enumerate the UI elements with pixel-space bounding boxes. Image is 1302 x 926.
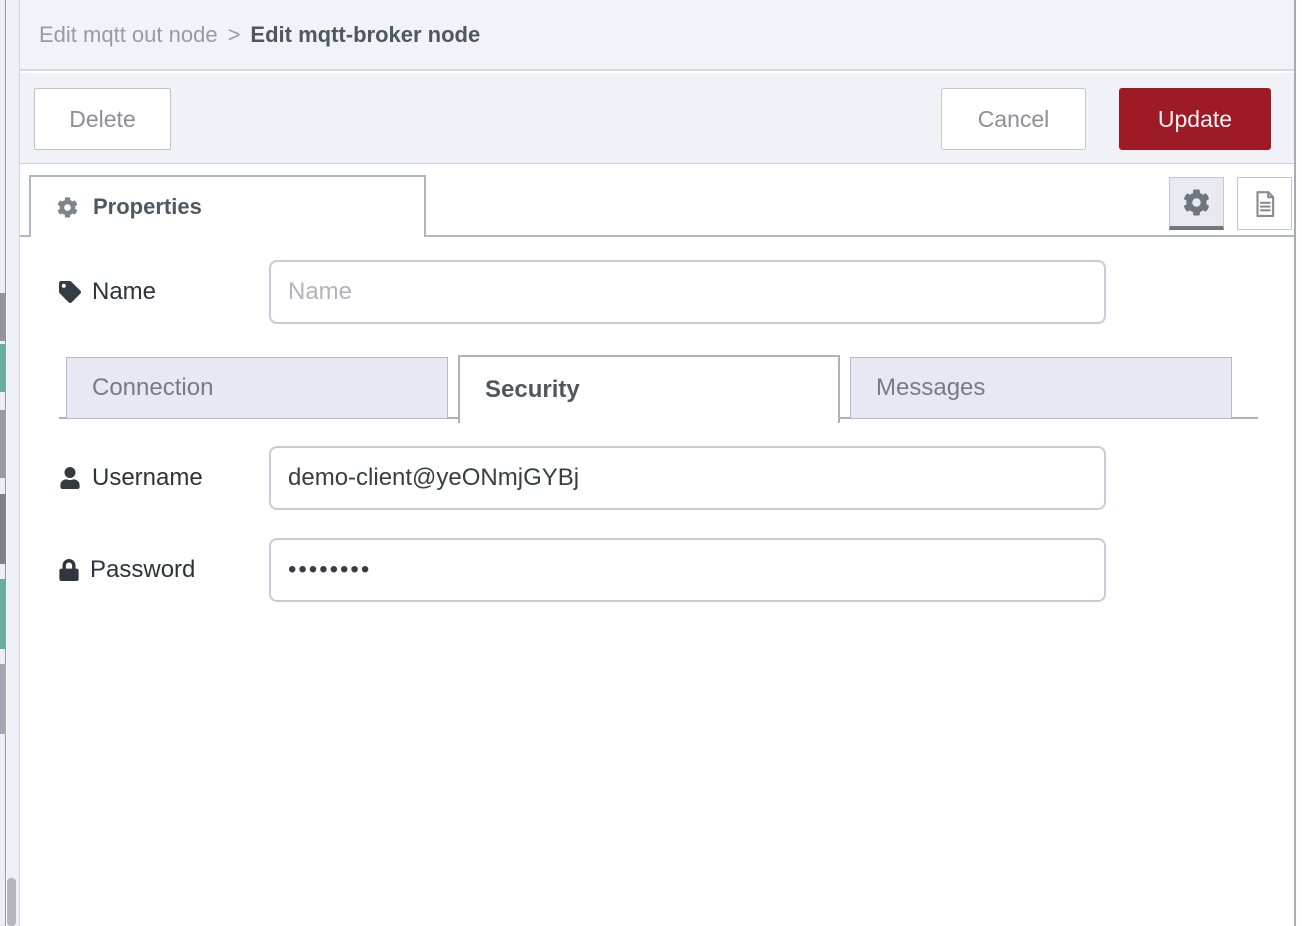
delete-button[interactable]: Delete: [34, 88, 171, 150]
username-field-label: Username: [59, 446, 203, 510]
tab-connection-label: Connection: [92, 374, 214, 401]
password-input[interactable]: [269, 538, 1106, 602]
palette-node-edge: [0, 664, 6, 734]
properties-tabbar-divider: [20, 235, 1294, 237]
scrollbar-thumb[interactable]: [7, 878, 16, 926]
tag-icon: [59, 281, 81, 303]
edit-node-dialog: Edit mqtt out node > Edit mqtt-broker node…: [19, 0, 1296, 926]
username-label-text: Username: [92, 464, 203, 491]
file-icon: [1255, 190, 1274, 217]
palette-node-edge: [0, 344, 6, 392]
tab-properties[interactable]: Properties: [29, 175, 426, 237]
username-input[interactable]: [269, 446, 1106, 510]
description-button[interactable]: [1237, 177, 1292, 230]
tab-security[interactable]: Security: [458, 355, 840, 423]
gear-icon: [1183, 188, 1210, 216]
breadcrumb-current: Edit mqtt-broker node: [250, 22, 481, 47]
palette-node-edge: [0, 293, 6, 341]
tab-security-label: Security: [485, 376, 580, 403]
cancel-button[interactable]: Cancel: [941, 88, 1086, 150]
palette-node-edge: [0, 410, 6, 478]
name-label-text: Name: [92, 278, 157, 305]
password-field-label: Password: [59, 538, 195, 602]
node-properties-button[interactable]: [1169, 177, 1224, 230]
properties-tab-label: Properties: [93, 194, 202, 219]
palette-node-edge: [0, 579, 6, 649]
update-button[interactable]: Update: [1119, 88, 1271, 150]
dialog-toolbar: Delete Cancel Update: [20, 73, 1294, 164]
tab-connection[interactable]: Connection: [66, 357, 448, 419]
breadcrumb-separator: >: [227, 22, 241, 47]
tab-messages[interactable]: Messages: [850, 357, 1232, 419]
name-input[interactable]: [269, 260, 1106, 324]
tab-messages-label: Messages: [876, 374, 986, 401]
gear-icon: [57, 196, 78, 218]
workspace-palette-strip: [0, 0, 6, 926]
palette-node-edge: [0, 494, 6, 564]
workspace-gap: [7, 0, 19, 926]
breadcrumb: Edit mqtt out node > Edit mqtt-broker node: [20, 0, 1294, 71]
breadcrumb-parent[interactable]: Edit mqtt out node: [39, 22, 218, 47]
lock-icon: [59, 559, 79, 581]
name-field-label: Name: [59, 260, 156, 324]
password-label-text: Password: [90, 556, 196, 583]
dialog-content: Properties Name Connection Security: [20, 165, 1294, 926]
user-icon: [60, 467, 80, 489]
